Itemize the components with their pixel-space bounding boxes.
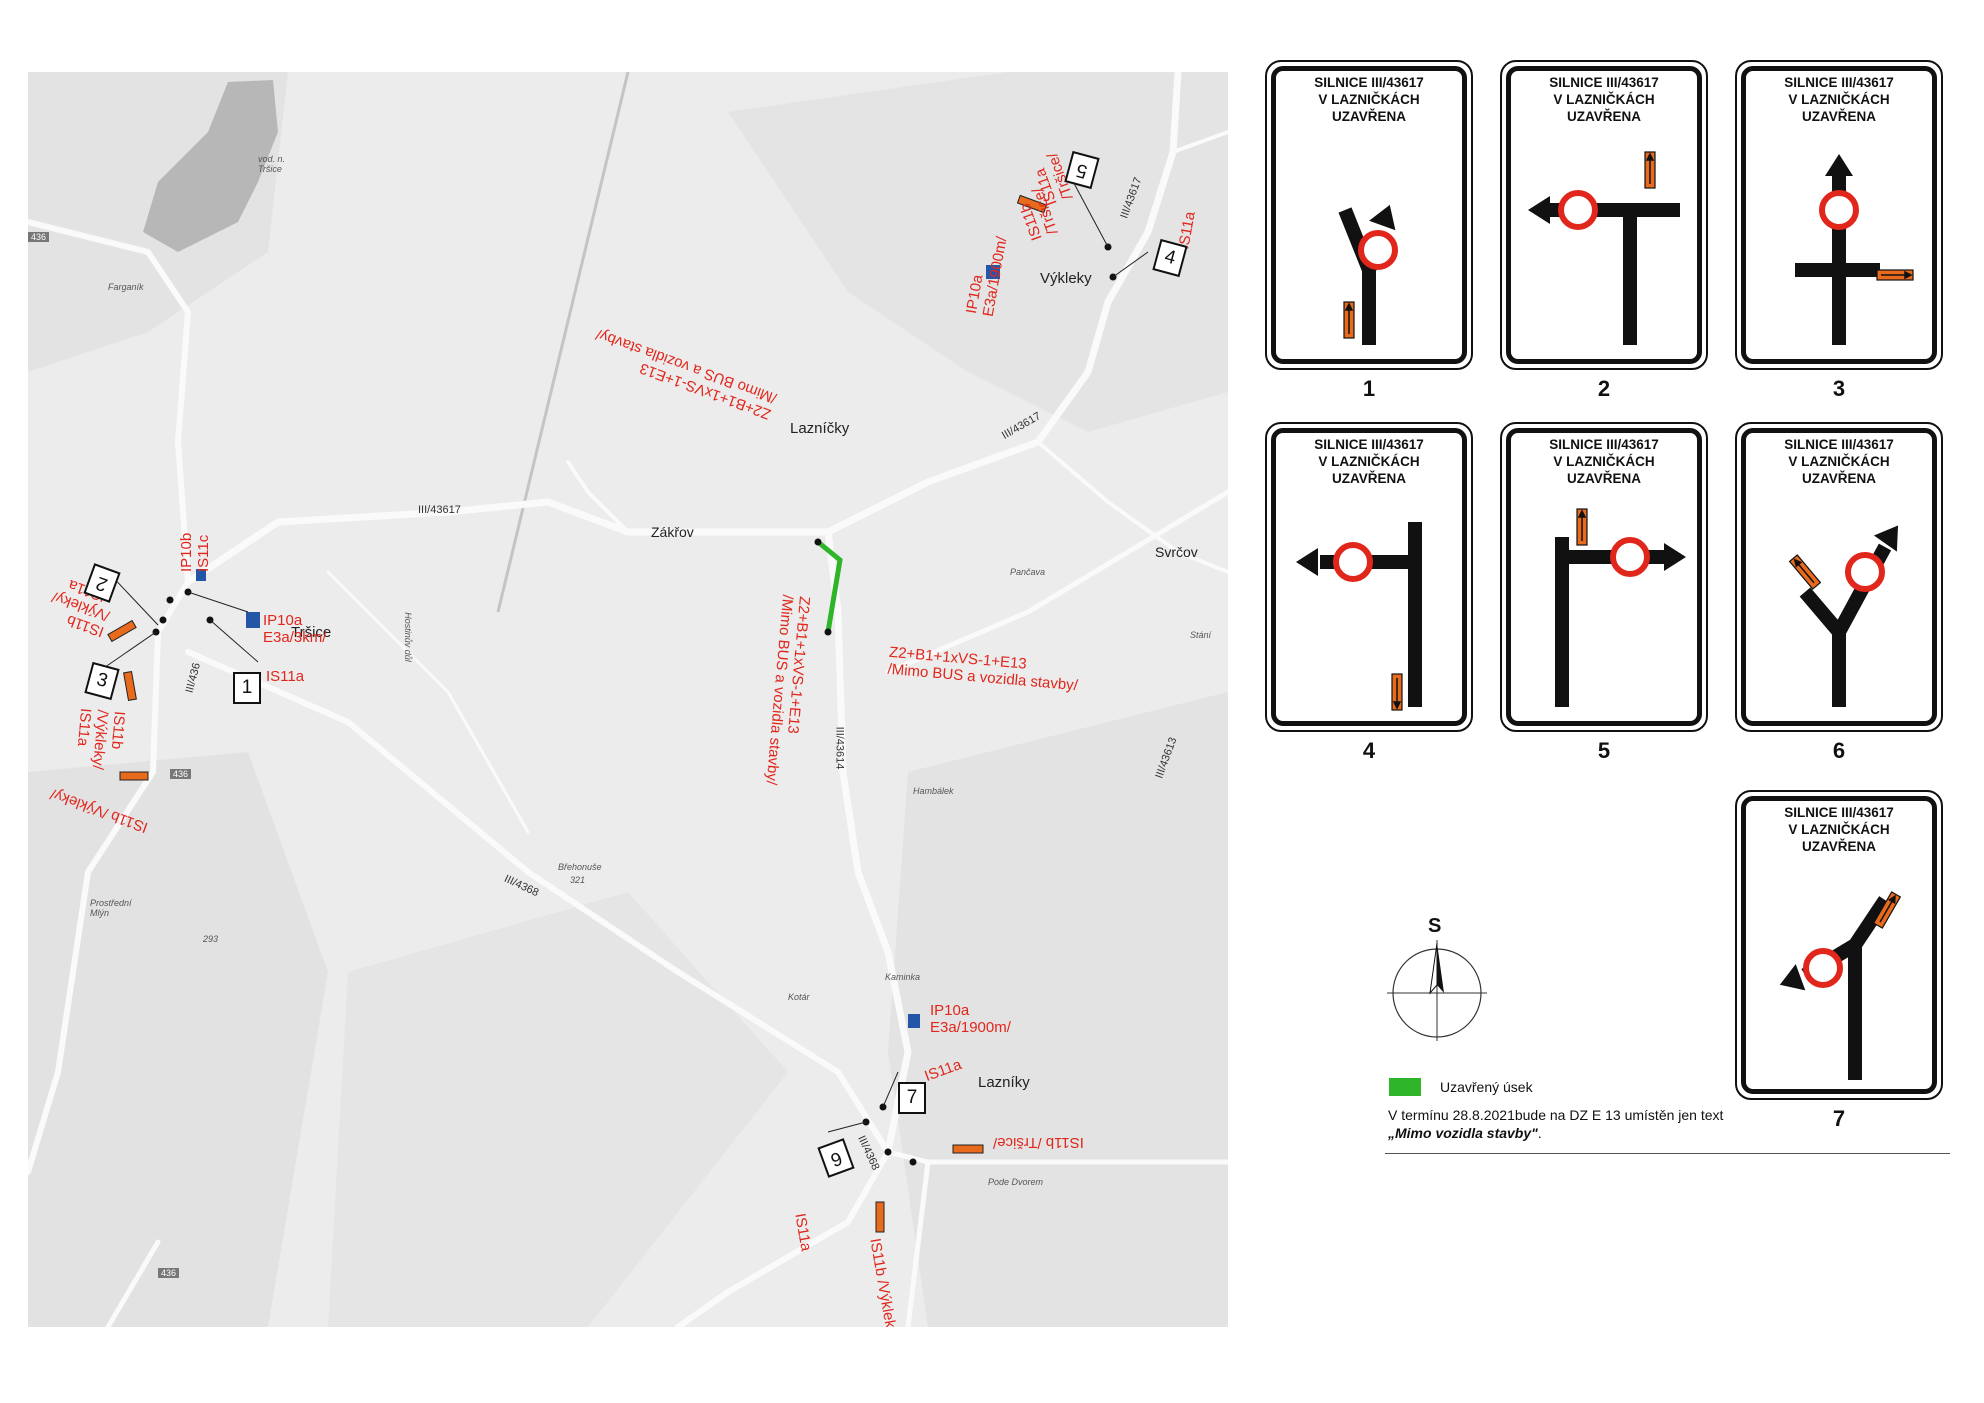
terrain-patch xyxy=(888,692,1228,1327)
detour-sign-7: SILNICE III/43617 V LAZNIČKÁCH UZAVŘENA xyxy=(1735,790,1943,1100)
detour-sign-5: SILNICE III/43617 V LAZNIČKÁCH UZAVŘENA xyxy=(1500,422,1708,732)
road-number: 436 xyxy=(170,769,192,779)
detour-sign-markers xyxy=(107,194,1048,1233)
road-number: 436 xyxy=(158,1268,180,1278)
detour-sign-4: SILNICE III/43617 V LAZNIČKÁCH UZAVŘENA xyxy=(1265,422,1473,732)
annotation-ip10b: IP10b IS11c xyxy=(178,532,212,572)
reservoir xyxy=(143,80,278,252)
terrain-patch xyxy=(328,892,788,1327)
sign-title: SILNICE III/43617 V LAZNIČKÁCH UZAVŘENA xyxy=(1549,75,1659,124)
detour-diagram-icon xyxy=(1338,204,1398,345)
sign-number-4: 4 xyxy=(1362,738,1376,763)
place-vykleky: Výkleky xyxy=(1040,270,1092,287)
place-hambalek: Hambálek xyxy=(913,786,954,796)
road-label: III/43614 xyxy=(833,726,846,770)
legend-divider xyxy=(1385,1153,1950,1154)
compass-label: S xyxy=(1428,915,1442,937)
sign-number-2: 2 xyxy=(1597,376,1611,401)
place-prostredni-mlyn: Prostřední Mlýn xyxy=(90,898,132,918)
note-bold: „Mimo vozidla stavby" xyxy=(1388,1125,1538,1141)
place-kotar: Kotár xyxy=(788,992,810,1002)
sign-title: SILNICE III/43617 V LAZNIČKÁCH UZAVŘENA xyxy=(1549,437,1659,486)
detour-diagram-icon xyxy=(1555,508,1686,707)
place-brehonuse: Břehonuše xyxy=(558,862,602,872)
sign-badge-7[interactable]: 7 xyxy=(898,1082,926,1114)
sign-number-1: 1 xyxy=(1362,376,1376,401)
annotation-is11b-vykleky-2: IS11b /Výkleky/ IS11a xyxy=(73,707,128,771)
place-trsice: Tršice xyxy=(291,624,332,641)
map-view[interactable]: Výkleky Lazníčky Zákřov Svrčov Tršice La… xyxy=(28,72,1228,1327)
place-vod-trsice: vod. n. Tršice xyxy=(258,154,286,174)
detour-diagram-icon xyxy=(1296,522,1422,711)
place-zakrov: Zákřov xyxy=(651,524,694,540)
terrain-patch xyxy=(728,72,1228,432)
alt-293: 293 xyxy=(203,934,219,944)
place-hostinav-dul: Hostinův důl xyxy=(402,612,413,662)
detour-sign-1: SILNICE III/43617 V LAZNIČKÁCH UZAVŘENA xyxy=(1265,60,1473,370)
legend-note: V termínu 28.8.2021bude na DZ E 13 umíst… xyxy=(1388,1106,1768,1142)
place-pode-dvorem: Pode Dvorem xyxy=(988,1177,1044,1187)
road-network xyxy=(28,72,1228,1327)
place-farganik: Farganík xyxy=(108,282,144,292)
detour-sign-3: SILNICE III/43617 V LAZNIČKÁCH UZAVŘENA xyxy=(1735,60,1943,370)
place-laznicky: Lazníčky xyxy=(790,420,850,437)
annotation-lazniky-ip10a: IP10a E3a/1900m/ xyxy=(930,1002,1011,1036)
sign-title: SILNICE III/43617 V LAZNIČKÁCH UZAVŘENA xyxy=(1784,75,1894,124)
place-lazniky: Lazníky xyxy=(978,1074,1030,1091)
detour-diagram-icon xyxy=(1788,525,1899,707)
alt-brehonuse: 321 xyxy=(570,875,586,885)
road-label: III/43617 xyxy=(418,504,461,516)
sign-title: SILNICE III/43617 V LAZNIČKÁCH UZAVŘENA xyxy=(1784,805,1894,854)
rail-line xyxy=(496,72,630,613)
map-base xyxy=(28,72,1228,1327)
sign-badge-1[interactable]: 1 xyxy=(233,672,261,704)
sign-number-3: 3 xyxy=(1832,376,1846,401)
sign-number-6: 6 xyxy=(1832,738,1846,763)
sign-number-5: 5 xyxy=(1597,738,1611,763)
sign-title: SILNICE III/43617 V LAZNIČKÁCH UZAVŘENA xyxy=(1314,75,1424,124)
terrain-patch xyxy=(28,752,328,1327)
sign-title: SILNICE III/43617 V LAZNIČKÁCH UZAVŘENA xyxy=(1314,437,1424,486)
place-pancava: Pančava xyxy=(1010,567,1046,577)
road-number: 436 xyxy=(28,232,50,242)
compass-icon xyxy=(1387,940,1487,1041)
sign-number-7: 7 xyxy=(1832,1106,1846,1131)
detour-diagram-icon xyxy=(1528,151,1680,345)
note-suffix: . xyxy=(1537,1125,1542,1141)
compass: S xyxy=(1382,915,1492,1045)
detour-diagram-icon xyxy=(1779,891,1902,1080)
place-svrcov: Svrčov xyxy=(1155,544,1198,560)
note-prefix: V termínu 28.8.2021bude na DZ E 13 umíst… xyxy=(1388,1107,1724,1123)
annotation-ip10a-trsice: IP10a E3a/3km/ xyxy=(263,612,327,646)
annotation-lazniky-is11b-trsice: IS11b /Tršice/ xyxy=(993,1134,1084,1151)
place-kaminka: Kaminka xyxy=(885,972,921,982)
detour-sign-6: SILNICE III/43617 V LAZNIČKÁCH UZAVŘENA xyxy=(1735,422,1943,732)
annotation-is11a-trsice: IS11a xyxy=(266,668,305,685)
detour-diagram-icon xyxy=(1795,154,1914,345)
closed-section xyxy=(816,540,843,633)
info-sign-markers xyxy=(196,265,1000,1028)
detour-sign-2: SILNICE III/43617 V LAZNIČKÁCH UZAVŘENA xyxy=(1500,60,1708,370)
legend-closed-label: Uzavřený úsek xyxy=(1440,1079,1533,1095)
sign-title: SILNICE III/43617 V LAZNIČKÁCH UZAVŘENA xyxy=(1784,437,1894,486)
legend-closed-swatch xyxy=(1389,1078,1421,1096)
place-stani: Stání xyxy=(1190,630,1212,640)
